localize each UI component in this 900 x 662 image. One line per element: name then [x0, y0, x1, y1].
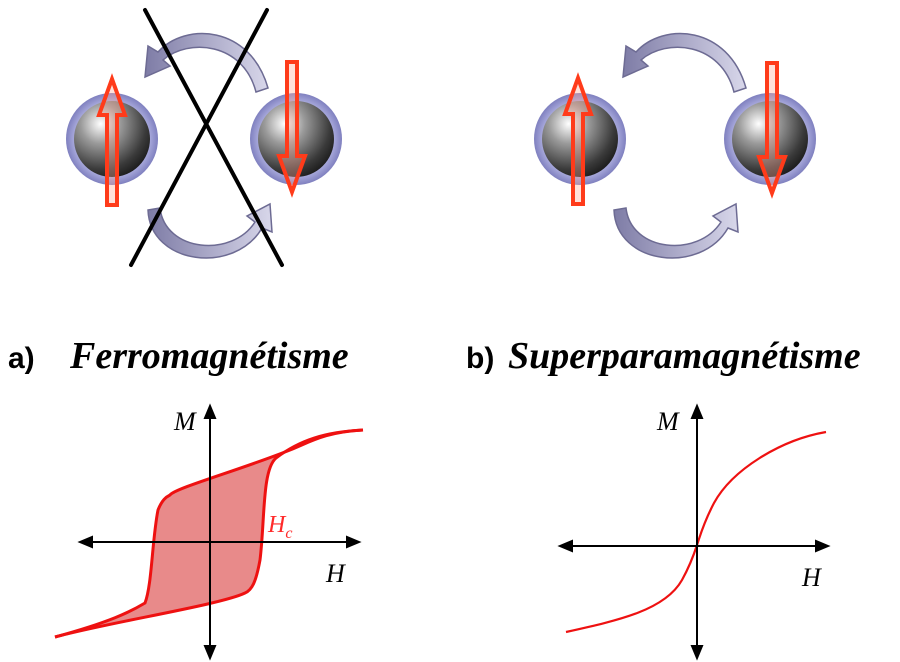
panel-b-letter: b)	[466, 342, 494, 375]
panel-a-title: Ferromagnétisme	[69, 335, 349, 377]
curved-exchange-arrow-icon	[147, 202, 273, 259]
panel-b-title: Superparamagnétisme	[508, 335, 861, 377]
superparamagnetic-graph: M H	[557, 403, 831, 661]
curved-exchange-arrow-icon	[144, 32, 269, 93]
curved-exchange-arrow-icon	[622, 32, 747, 93]
axes	[557, 403, 831, 661]
m-axis-label: M	[656, 407, 680, 436]
panel-a-letter: a)	[8, 342, 35, 375]
hysteresis-lower-branch	[54, 428, 364, 639]
h-axis-label: H	[801, 563, 822, 592]
cross-out-icon	[129, 8, 284, 267]
curved-exchange-arrow-icon	[613, 202, 739, 259]
panel-b-spins	[534, 32, 816, 259]
m-axis-label: M	[173, 407, 197, 436]
axes	[77, 403, 362, 661]
panel-a-spins	[66, 8, 342, 267]
hysteresis-graph: M H Hc	[54, 403, 364, 661]
coercive-field-label: Hc	[267, 512, 292, 542]
h-axis-label: H	[325, 559, 346, 588]
